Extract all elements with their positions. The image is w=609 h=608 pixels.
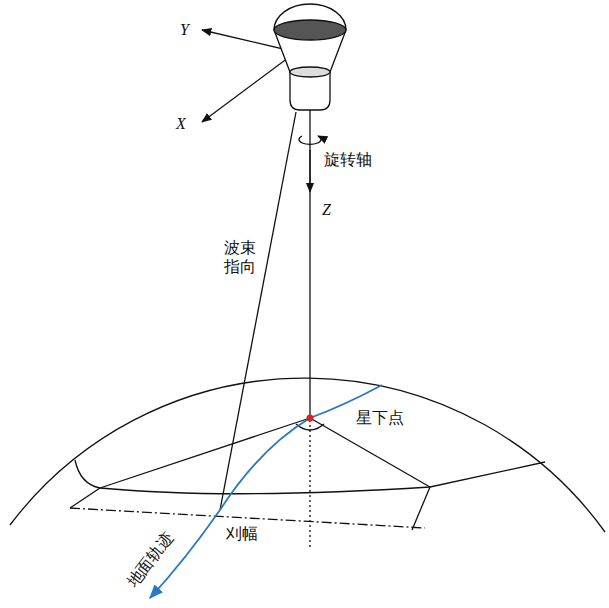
nadir-line xyxy=(100,418,310,488)
z-arrow xyxy=(309,150,310,192)
beam-label: 波束 指向 xyxy=(222,238,259,276)
x-axis xyxy=(202,52,296,122)
nadir-vertical xyxy=(309,420,310,548)
satellite xyxy=(274,4,346,110)
swath-label: 刈幅 xyxy=(226,524,258,543)
rotation-axis-label: 旋转轴 xyxy=(324,150,372,169)
axis-label: Z xyxy=(322,200,331,219)
axis-label: X xyxy=(176,114,186,133)
nadir-line xyxy=(310,418,430,487)
z-axis xyxy=(309,110,310,418)
nadir-label: 星下点 xyxy=(356,408,404,427)
earth-limb xyxy=(10,378,605,532)
axis-label: Y xyxy=(180,20,189,39)
nadir-point xyxy=(307,415,314,422)
swath-edge xyxy=(70,488,100,508)
swath-edge xyxy=(412,487,430,530)
beam-line xyxy=(220,112,296,510)
rotation-arrow xyxy=(299,136,321,144)
ground-track xyxy=(150,385,382,598)
ground-track-label: 地面轨迹 xyxy=(123,529,178,591)
